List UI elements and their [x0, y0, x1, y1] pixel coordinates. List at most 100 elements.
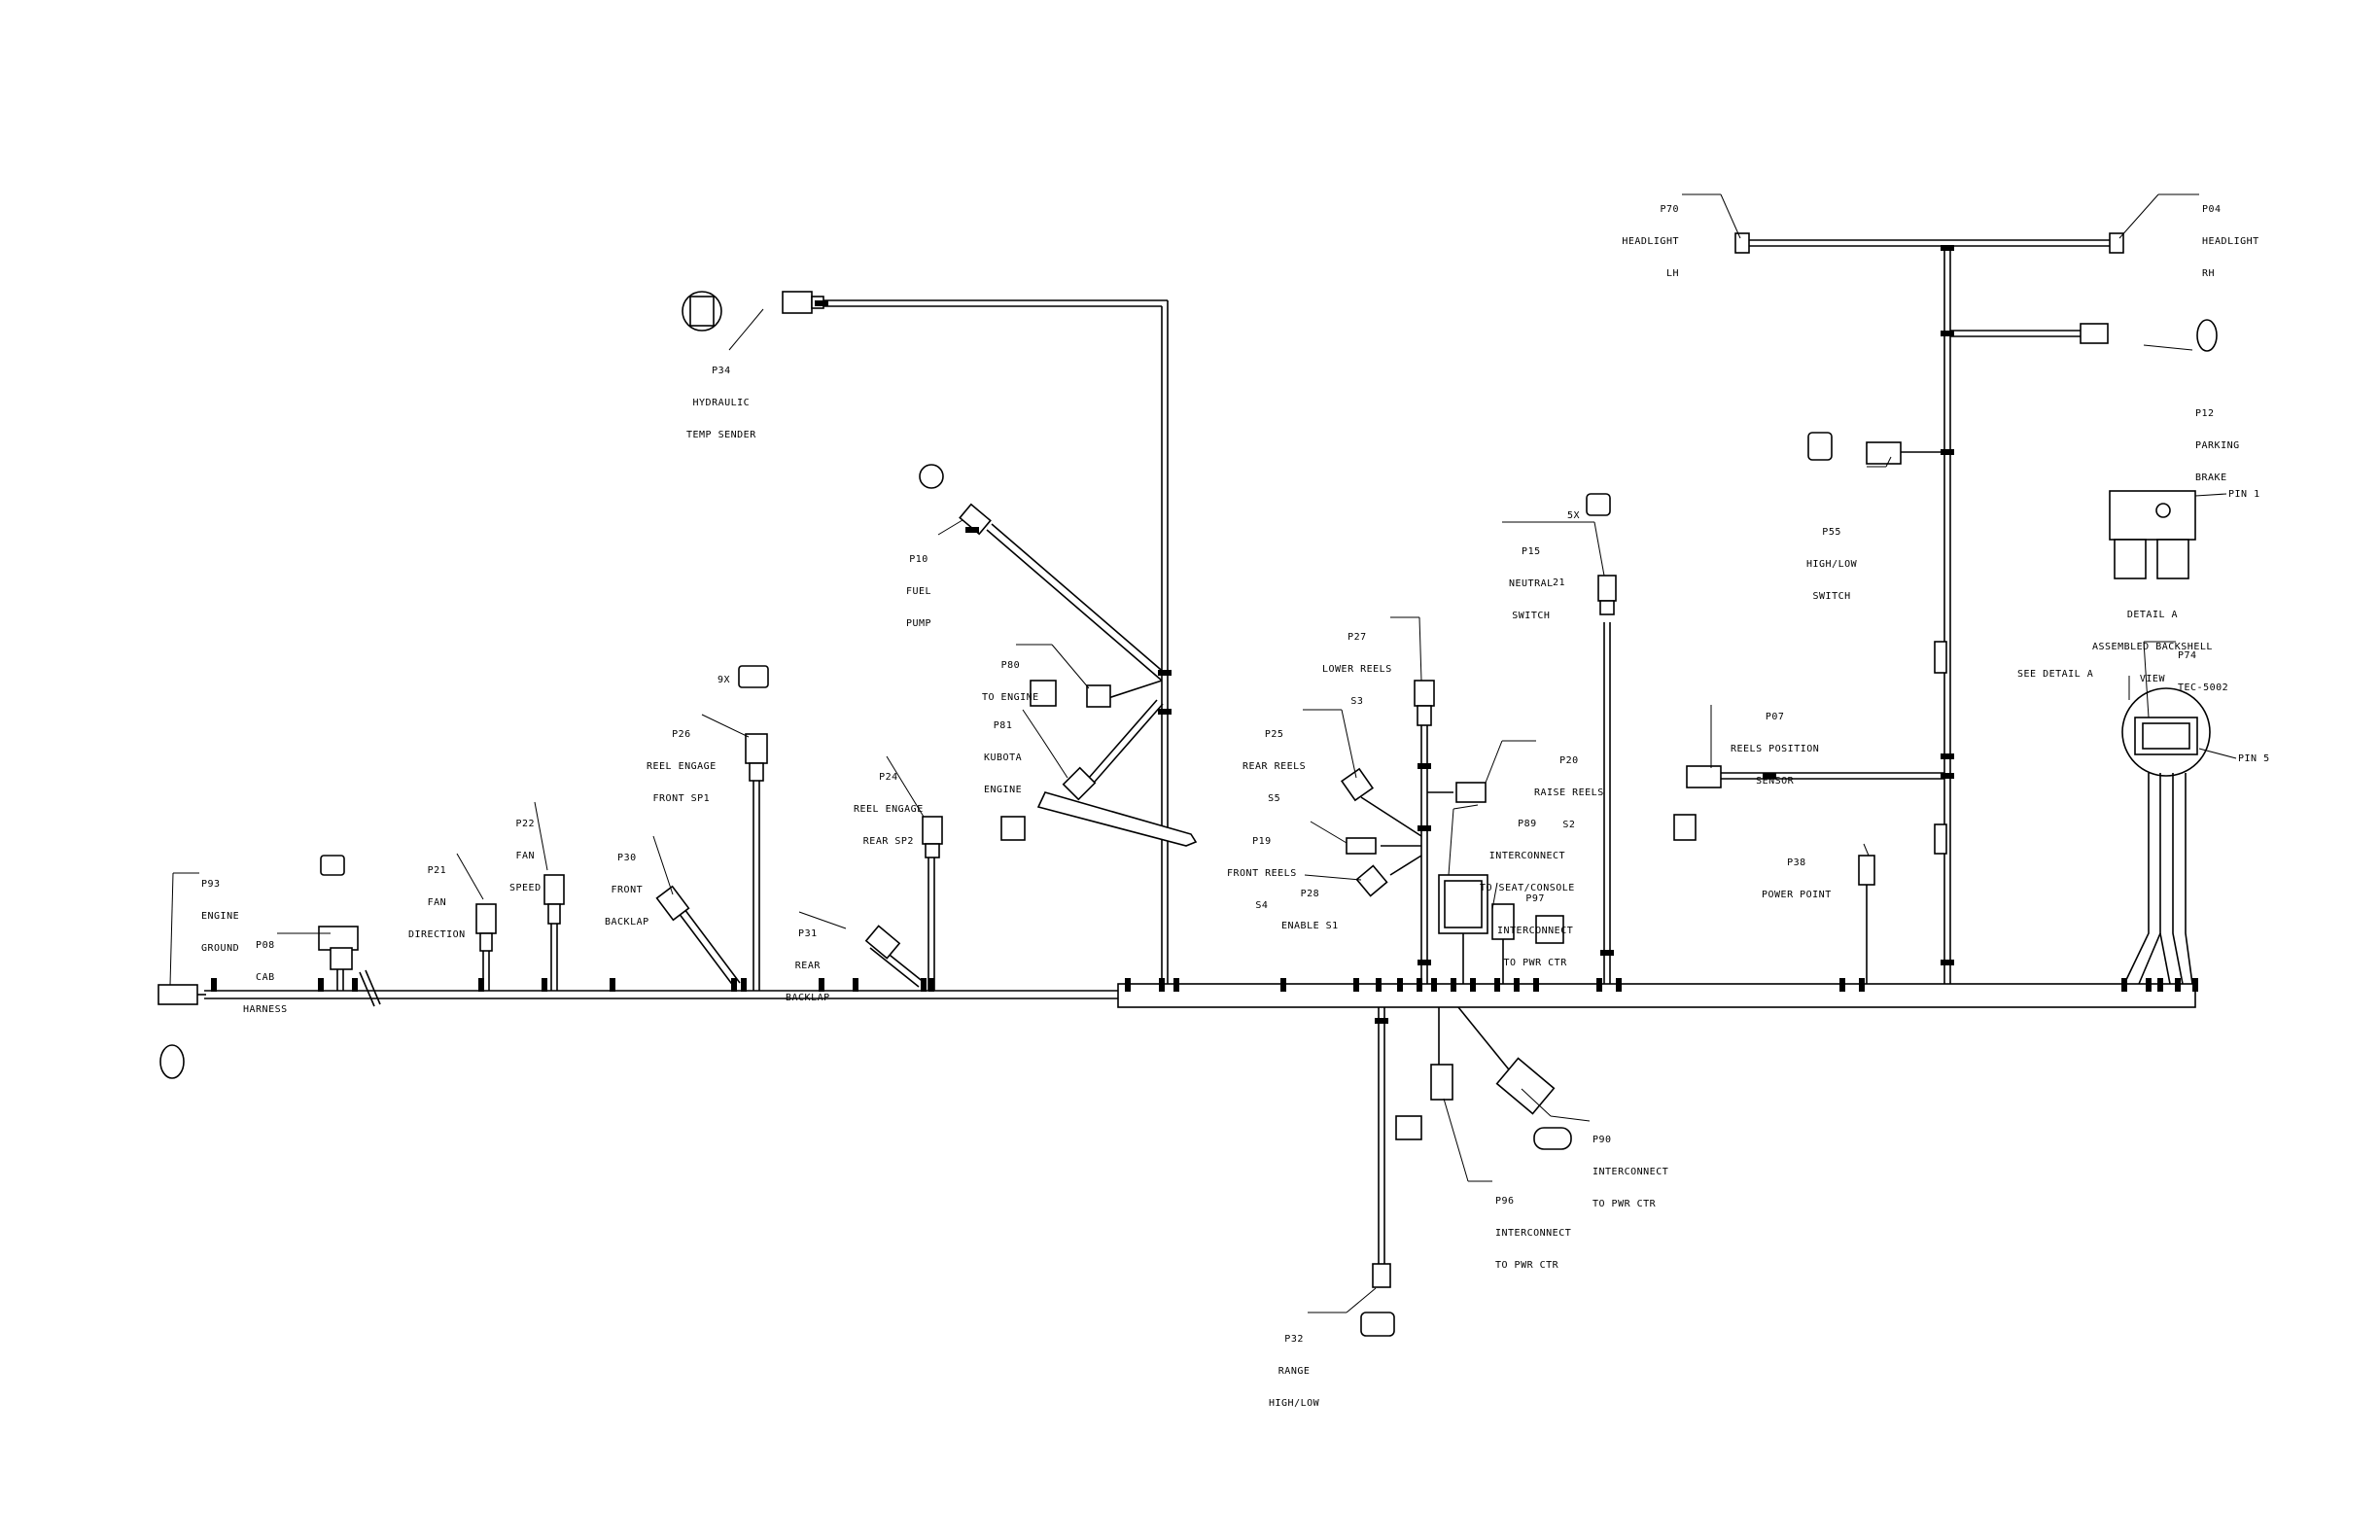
- p15-line2: SWITCH: [1512, 611, 1551, 621]
- p80-ref: P80: [1000, 660, 1021, 671]
- tie-wrap: [1941, 753, 1954, 759]
- tie-wrap: [965, 527, 979, 533]
- label-p07: P07 REELS POSITION SENSOR: [1731, 690, 1819, 797]
- tie-wrap: [1941, 331, 1954, 336]
- p93-line2: GROUND: [201, 943, 240, 954]
- detail-pin1: PIN 1: [2228, 489, 2260, 500]
- p24-ref: P24: [879, 772, 898, 783]
- see-detail-a: SEE DETAIL A: [2017, 669, 2093, 680]
- label-p26: P26 REEL ENGAGE FRONT SP1: [647, 708, 717, 815]
- mark-21-text: 21: [1553, 578, 1566, 588]
- tie-wrap: [1763, 773, 1776, 779]
- pin1-text: PIN 1: [2228, 489, 2260, 500]
- label-p38: P38 POWER POINT: [1762, 836, 1832, 911]
- p70-ref: P70: [1660, 204, 1679, 215]
- p93-ref: P93: [201, 879, 221, 890]
- label-p21: P21 FAN DIRECTION: [408, 844, 466, 951]
- label-p08: P08 CAB HARNESS: [243, 919, 288, 1026]
- p97-ref: P97: [1525, 893, 1545, 904]
- label-p34: P34 HYDRAULIC TEMP SENDER: [686, 344, 756, 451]
- label-p32: P32 RANGE HIGH/LOW: [1269, 1312, 1319, 1419]
- label-p15: P15 NEUTRAL SWITCH: [1509, 525, 1554, 632]
- p89-line1: INTERCONNECT: [1488, 851, 1566, 861]
- p28-line1: ENABLE S1: [1281, 921, 1339, 931]
- detail-line2: ASSEMBLED BACKSHELL: [2092, 642, 2213, 652]
- p22-ref: P22: [515, 819, 536, 829]
- p93-line1: ENGINE: [201, 911, 240, 922]
- label-p93: P93 ENGINE GROUND: [201, 858, 239, 964]
- p31-line2: BACKLAP: [786, 993, 830, 1003]
- p19-ref: P19: [1252, 836, 1272, 847]
- tie-wrap: [1353, 978, 1359, 992]
- p08-line2: HARNESS: [243, 1004, 288, 1015]
- label-p28: P28 ENABLE S1: [1281, 867, 1339, 942]
- label-p30: P30 FRONT BACKLAP: [605, 831, 649, 938]
- p19-line2: S4: [1255, 900, 1269, 911]
- p19-line1: FRONT REELS: [1227, 868, 1297, 879]
- p24-line1: REEL ENGAGE: [854, 804, 924, 815]
- tie-wrap: [2146, 978, 2152, 992]
- center-branches: [1340, 575, 1875, 1288]
- p81-line1: KUBOTA: [984, 752, 1023, 763]
- tie-wrap: [1375, 1018, 1388, 1024]
- label-p89: P89 INTERCONNECT TO SEAT/CONSOLE: [1480, 797, 1575, 904]
- p31-line1: REAR: [794, 961, 821, 971]
- tie-wrap: [1158, 670, 1172, 676]
- p12-ref: P12: [2195, 408, 2215, 419]
- tie-wrap: [1616, 978, 1622, 992]
- p20-ref: P20: [1559, 755, 1579, 766]
- p20-line1: RAISE REELS: [1534, 788, 1604, 798]
- tie-wrap: [1418, 763, 1431, 769]
- p26-ref: P26: [672, 729, 691, 740]
- p27-ref: P27: [1348, 632, 1367, 643]
- label-p81: P81 KUBOTA ENGINE: [984, 699, 1022, 806]
- see-detail-text: SEE DETAIL A: [2017, 669, 2094, 680]
- p90-ref: P90: [1592, 1135, 1612, 1145]
- tie-wrap: [542, 978, 547, 992]
- p96-line2: TO PWR CTR: [1495, 1260, 1559, 1271]
- p38-line1: POWER POINT: [1762, 890, 1832, 900]
- tie-wrap: [1376, 978, 1382, 992]
- label-p74: P74 TEC-5002: [2178, 629, 2228, 704]
- tie-wrap: [1431, 978, 1437, 992]
- leader-lines: [169, 193, 2237, 1313]
- label-p70: P70 HEADLIGHT LH: [1619, 183, 1679, 290]
- tie-wrap: [318, 978, 324, 992]
- p27-line2: S3: [1350, 696, 1364, 707]
- p21-line1: FAN: [427, 897, 447, 908]
- label-p22: P22 FAN SPEED: [509, 797, 542, 904]
- p89-ref: P89: [1518, 819, 1537, 829]
- tie-wrap: [610, 978, 615, 992]
- label-p12: P12 PARKING BRAKE: [2195, 387, 2240, 494]
- tie-wrap: [1941, 960, 1954, 965]
- p32-line1: RANGE: [1278, 1366, 1311, 1377]
- p12-line1: PARKING: [2195, 440, 2240, 451]
- p26-line2: FRONT SP1: [652, 793, 711, 804]
- label-p55: P55 HIGH/LOW SWITCH: [1806, 506, 1857, 612]
- tie-wrap: [815, 300, 828, 306]
- detail-a-label: DETAIL A ASSEMBLED BACKSHELL VIEW: [2092, 588, 2213, 695]
- label-p25: P25 REAR REELS S5: [1242, 708, 1306, 815]
- p96-line1: INTERCONNECT: [1495, 1228, 1572, 1239]
- p08-line1: CAB: [256, 972, 275, 983]
- tie-wrap: [1941, 245, 1954, 251]
- detail-line3: VIEW: [2139, 674, 2165, 684]
- tie-wrap: [1158, 709, 1172, 715]
- tie-wrap: [1418, 825, 1431, 831]
- p32-ref: P32: [1284, 1334, 1304, 1345]
- mark-5x-text: 5X: [1567, 510, 1581, 521]
- p70-line2: LH: [1665, 268, 1679, 279]
- p04-ref: P04: [2202, 204, 2222, 215]
- p24-line2: REAR SP2: [862, 836, 914, 847]
- tie-wrap: [1125, 978, 1131, 992]
- p07-line2: SENSOR: [1756, 776, 1795, 787]
- main-trunk: [158, 983, 2196, 1008]
- p32-line2: HIGH/LOW: [1269, 1398, 1320, 1409]
- p34-ref: P34: [712, 366, 731, 376]
- tie-wrap: [1839, 978, 1845, 992]
- p20-line2: S2: [1562, 820, 1576, 830]
- tie-wrap: [1159, 978, 1165, 992]
- end-views: [159, 291, 2218, 1337]
- tie-wrap: [1514, 978, 1520, 992]
- p12-line2: BRAKE: [2195, 472, 2227, 483]
